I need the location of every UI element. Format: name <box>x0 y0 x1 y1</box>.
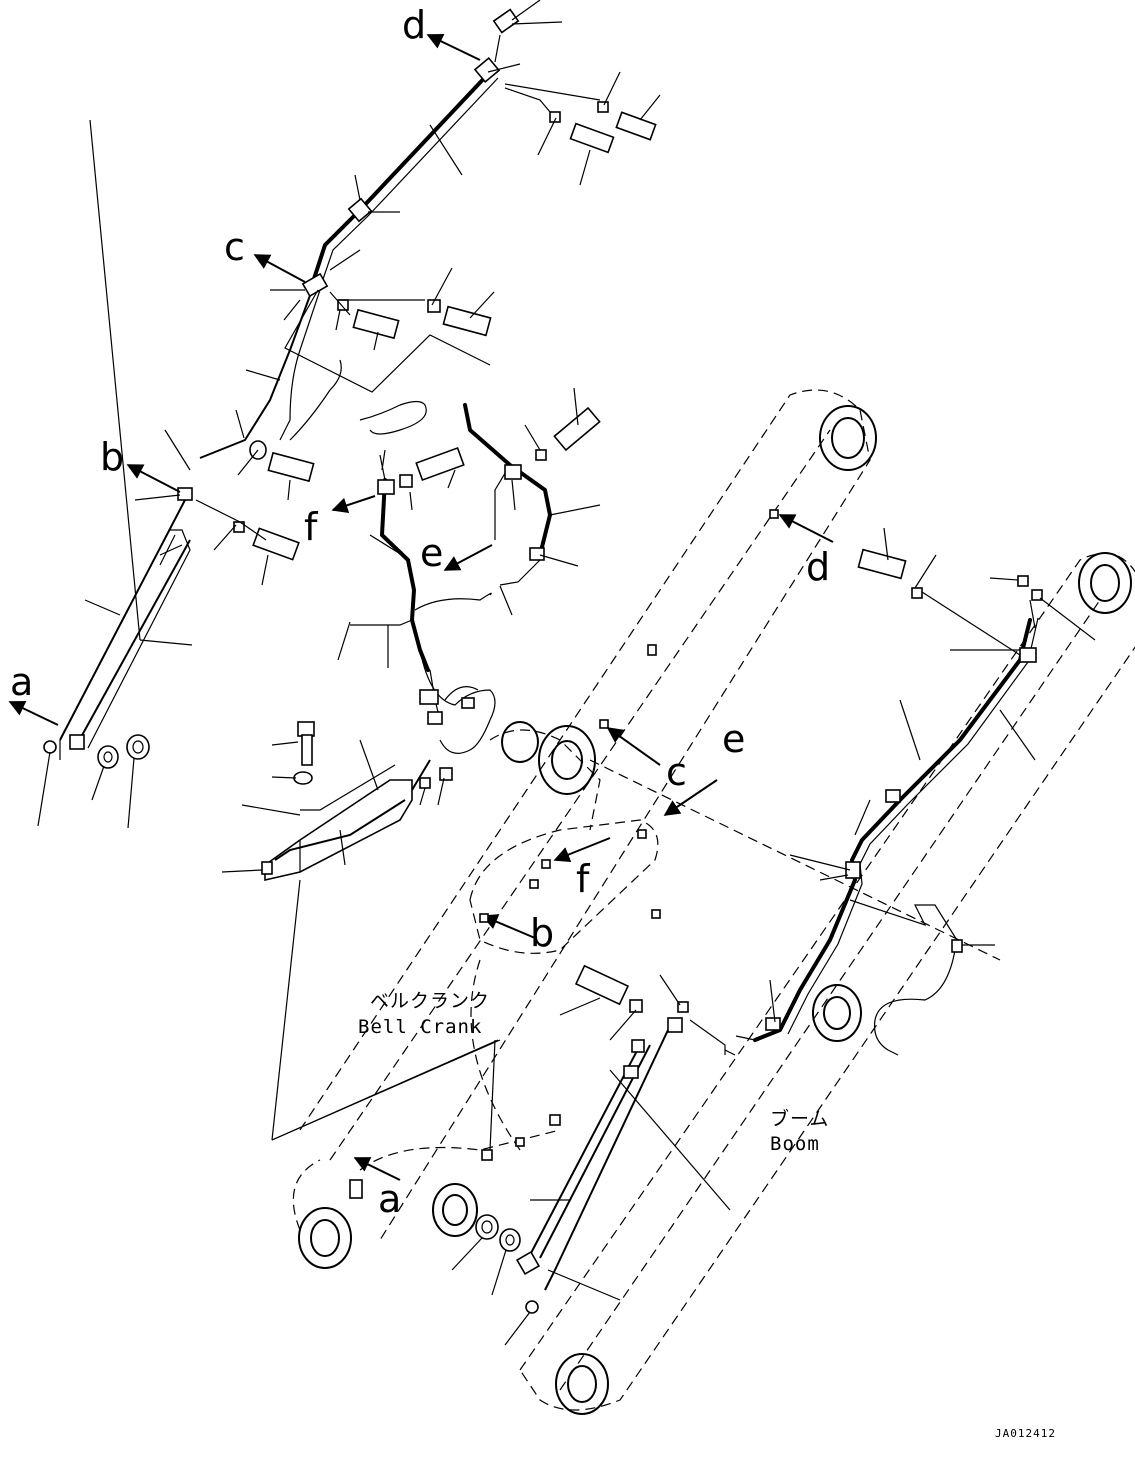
right-coil-hose <box>873 939 963 1056</box>
nut-left <box>126 734 150 829</box>
boom-pin-top-right <box>1078 552 1132 614</box>
hose-right-main <box>724 575 1043 1056</box>
bolt-d-1 <box>597 101 657 141</box>
hose-center-coil <box>289 359 496 754</box>
label-d-left: d <box>402 3 426 47</box>
clamp-mid-upper <box>347 197 373 223</box>
bolt-d-2 <box>549 111 615 154</box>
grease-bracket <box>221 721 501 1141</box>
boom-outline <box>292 389 1135 1411</box>
label-a-right: a <box>378 1177 401 1221</box>
label-b-right: b <box>530 911 554 955</box>
label-d-right: d <box>806 545 830 589</box>
label-a-left: a <box>10 660 33 704</box>
bolt-right-d <box>857 527 1021 656</box>
bolt-right-lower <box>559 964 726 1055</box>
bolt-b-1 <box>249 440 315 483</box>
bolt-c-2 <box>337 299 400 340</box>
arrows-upper <box>8 34 493 726</box>
boom-pin-bottom <box>555 1353 609 1415</box>
hose-center-e <box>463 387 601 616</box>
label-e-right: e <box>722 717 745 761</box>
label-f-right: f <box>576 857 591 901</box>
label-e-left: e <box>420 531 443 575</box>
boom-small-parts <box>271 509 779 1199</box>
caption-boom-en: Boom <box>770 1133 820 1155</box>
boom-pin-lower-left <box>298 1207 352 1269</box>
arrows-boom <box>353 514 834 1181</box>
boom-pin-center <box>432 1183 478 1237</box>
clamp-c <box>301 272 329 298</box>
small-fitting-left <box>37 740 61 827</box>
leaders-right <box>769 577 1096 1023</box>
boom-pin-top-left <box>819 405 877 471</box>
nut-right <box>451 1214 499 1271</box>
drawing-reference: JA012412 <box>995 1427 1056 1440</box>
label-b-left: b <box>100 435 124 479</box>
hose-upper-main <box>199 70 499 459</box>
hose-center-f <box>369 446 465 672</box>
bell-crank-outline <box>359 729 659 1171</box>
clamp-d <box>473 8 520 84</box>
right-lift-arm-guard <box>515 1029 731 1301</box>
label-f-left: f <box>304 505 319 549</box>
caption-bell-crank-jp: ベルクランク <box>370 990 490 1012</box>
bolt-b-2 <box>233 521 300 561</box>
left-lift-arm-guard <box>59 119 193 750</box>
small-fitting-right <box>504 1300 539 1346</box>
washer-right <box>491 1228 521 1296</box>
clamp-b <box>177 487 193 501</box>
boom-pin-mid <box>812 984 862 1042</box>
label-c-left: c <box>224 225 245 269</box>
caption-boom-jp: ブーム <box>770 1107 829 1130</box>
bell-crank-pin <box>501 721 596 795</box>
leaders-upper <box>134 0 661 586</box>
label-c-right: c <box>666 750 687 794</box>
washer-left <box>91 745 119 801</box>
bolt-c-1 <box>427 299 492 337</box>
caption-bell-crank-en: Bell Crank <box>358 1016 482 1038</box>
